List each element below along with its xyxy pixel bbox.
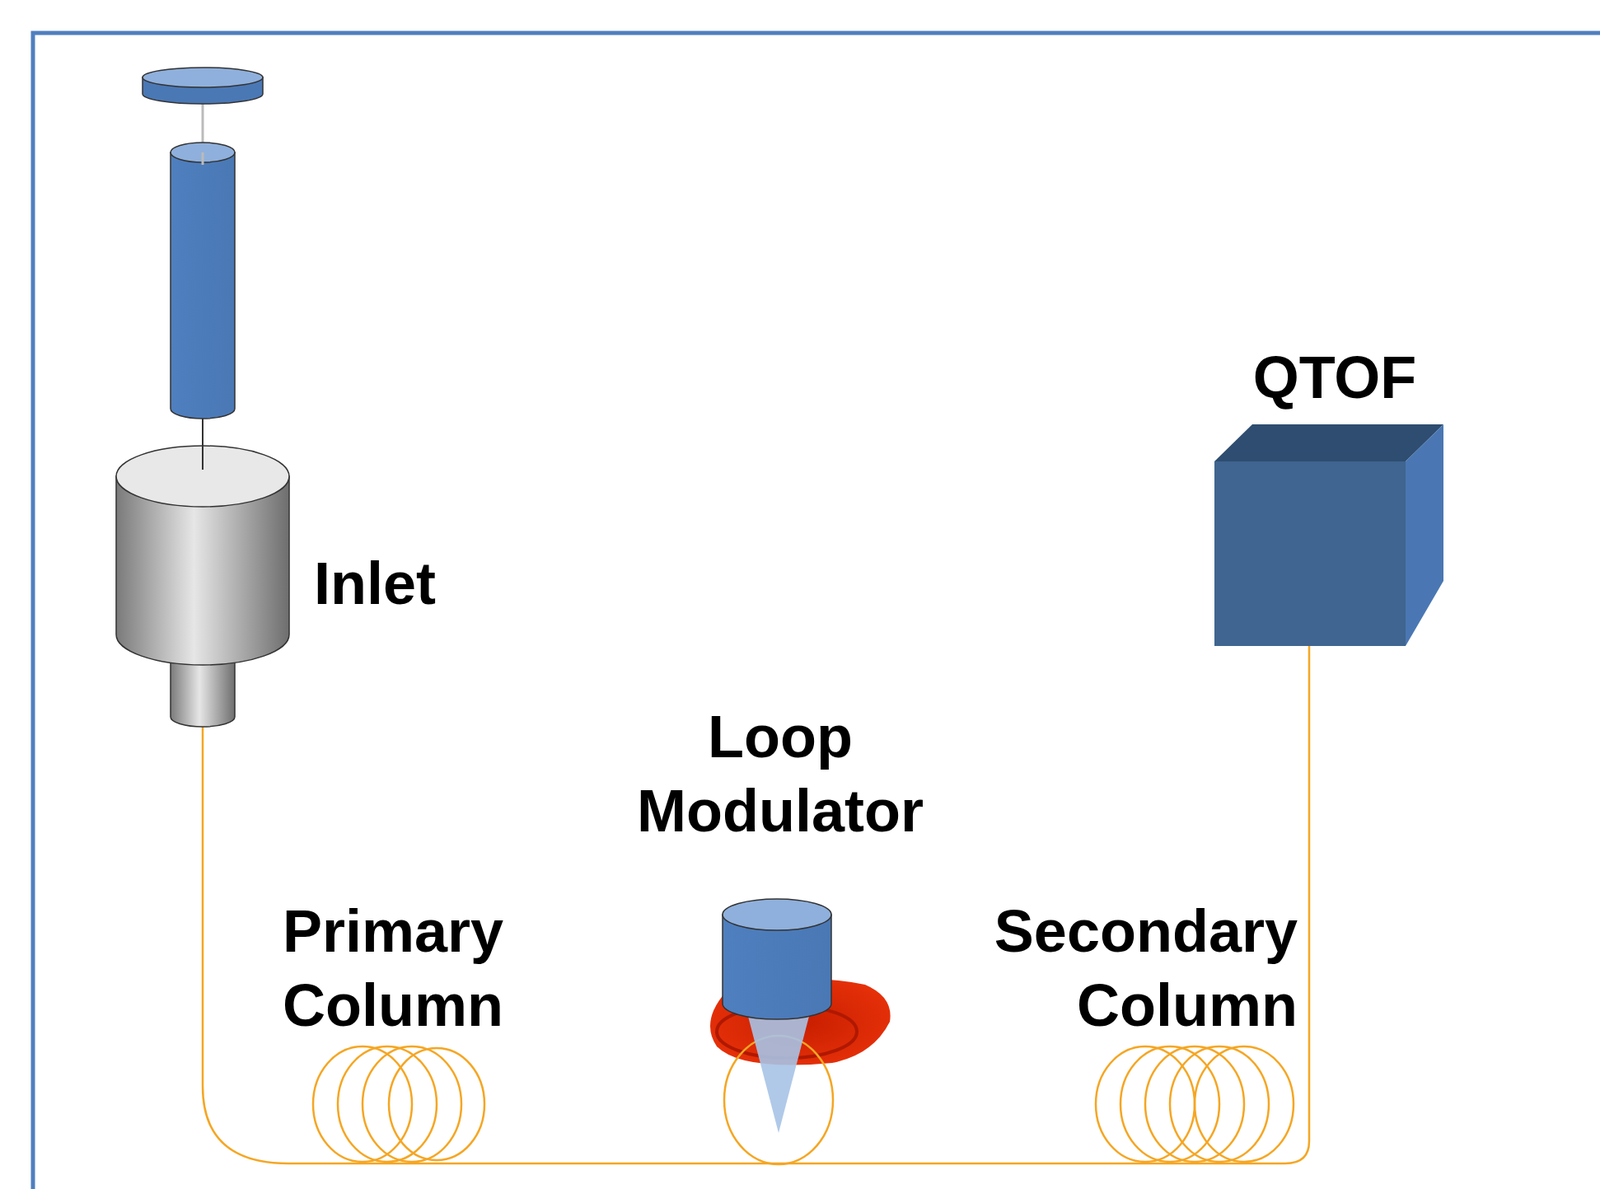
primary-column-label: Primary Column — [252, 893, 534, 1043]
secondary-coil — [1095, 1046, 1294, 1162]
secondary-column-label: Secondary Column — [959, 893, 1298, 1043]
loop-modulator — [710, 898, 891, 1165]
inlet-label: Inlet — [313, 546, 529, 621]
inlet-body — [116, 445, 290, 727]
capillary-tube — [202, 645, 1310, 1164]
syringe — [142, 67, 263, 470]
primary-coil — [313, 1046, 485, 1162]
qtof-label: QTOF — [1194, 340, 1475, 415]
qtof-cube — [1214, 424, 1444, 646]
modulator-label: Loop Modulator — [623, 699, 937, 848]
frame — [32, 32, 1600, 1189]
